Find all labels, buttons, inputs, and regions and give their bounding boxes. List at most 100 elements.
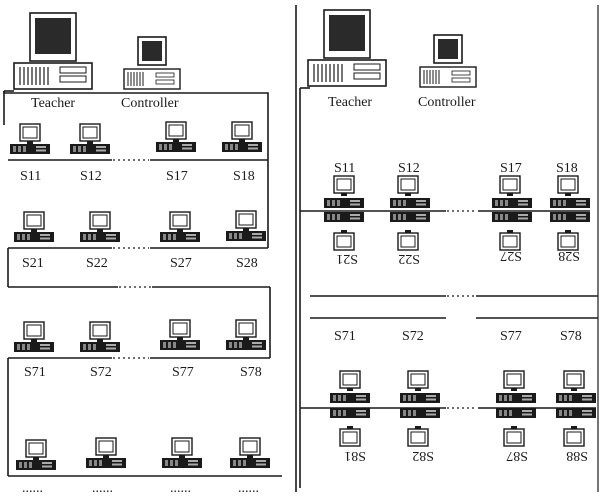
station-label: S12 bbox=[398, 161, 420, 176]
monitor-icon bbox=[339, 425, 361, 447]
station-label-inverted: S27 bbox=[500, 248, 522, 263]
station-label: S11 bbox=[20, 169, 41, 184]
bus-ellipsis bbox=[113, 159, 151, 359]
cpu-icon bbox=[400, 393, 440, 403]
pair-s81 bbox=[330, 370, 370, 447]
left-panel: Teacher Controller bbox=[3, 12, 282, 496]
monitor-icon bbox=[407, 370, 429, 392]
monitor-icon bbox=[557, 229, 579, 251]
monitor-icon bbox=[397, 229, 419, 251]
bus-ellipsis bbox=[447, 210, 477, 409]
cpu-icon bbox=[550, 212, 590, 222]
monitor-icon bbox=[563, 425, 585, 447]
pair-s11-s21 bbox=[324, 175, 364, 251]
cpu-icon bbox=[324, 198, 364, 208]
station-label: S12 bbox=[80, 169, 102, 184]
workstation-s21-icon bbox=[13, 211, 55, 243]
pair-s88 bbox=[556, 370, 596, 447]
station-label: ...... bbox=[238, 481, 259, 496]
cpu-icon bbox=[390, 198, 430, 208]
cpu-icon bbox=[390, 212, 430, 222]
controller-label: Controller bbox=[121, 96, 179, 111]
workstation-s12-icon bbox=[69, 123, 111, 155]
teacher-label: Teacher bbox=[31, 96, 75, 111]
pair-s82 bbox=[400, 370, 440, 447]
cpu-icon bbox=[556, 408, 596, 418]
station-label: S18 bbox=[556, 161, 578, 176]
cpu-icon bbox=[496, 408, 536, 418]
teacher-label: Teacher bbox=[328, 95, 372, 110]
station-label: S21 bbox=[22, 256, 44, 271]
cpu-icon bbox=[400, 408, 440, 418]
pair-s87 bbox=[496, 370, 536, 447]
station-label-inverted: S22 bbox=[398, 251, 420, 266]
station-label: S18 bbox=[233, 169, 255, 184]
station-label: S71 bbox=[24, 365, 46, 380]
monitor-icon bbox=[407, 425, 429, 447]
station-label: S78 bbox=[560, 329, 582, 344]
station-label-inverted: S28 bbox=[558, 248, 580, 263]
cpu-icon bbox=[492, 212, 532, 222]
monitor-icon bbox=[557, 175, 579, 197]
monitor-icon bbox=[563, 370, 585, 392]
workstation-s17-icon bbox=[155, 121, 197, 153]
station-label: S28 bbox=[236, 256, 258, 271]
pair-s18-s28 bbox=[550, 175, 590, 251]
cpu-icon bbox=[550, 198, 590, 208]
station-label: S77 bbox=[172, 365, 194, 380]
monitor-icon bbox=[499, 175, 521, 197]
station-label: S78 bbox=[240, 365, 262, 380]
controller-label: Controller bbox=[418, 95, 476, 110]
cpu-icon bbox=[330, 393, 370, 403]
station-label: S11 bbox=[334, 161, 355, 176]
station-label: S71 bbox=[334, 329, 356, 344]
teacher-computer-icon bbox=[307, 9, 387, 87]
station-label: S22 bbox=[86, 256, 108, 271]
station-label: S72 bbox=[402, 329, 424, 344]
pair-s17-s27 bbox=[492, 175, 532, 251]
network-bus bbox=[299, 87, 598, 488]
monitor-icon bbox=[503, 370, 525, 392]
station-label-inverted: S82 bbox=[412, 448, 434, 463]
monitor-icon bbox=[397, 175, 419, 197]
workstation-s27-icon bbox=[159, 211, 201, 243]
station-label: ...... bbox=[92, 481, 113, 496]
station-label: S17 bbox=[500, 161, 522, 176]
workstation-s18-icon bbox=[221, 121, 263, 153]
station-label: S72 bbox=[90, 365, 112, 380]
pair-s12-s22 bbox=[390, 175, 430, 251]
workstation-s71-icon bbox=[13, 321, 55, 353]
station-label: S27 bbox=[170, 256, 192, 271]
station-label: ...... bbox=[170, 481, 191, 496]
station-label-inverted: S88 bbox=[566, 448, 588, 463]
cpu-icon bbox=[330, 408, 370, 418]
workstation-s72-icon bbox=[79, 321, 121, 353]
monitor-icon bbox=[499, 229, 521, 251]
cpu-icon bbox=[496, 393, 536, 403]
teacher-computer-icon bbox=[13, 12, 93, 90]
monitor-icon bbox=[333, 175, 355, 197]
station-label: S17 bbox=[166, 169, 188, 184]
workstation-icon bbox=[229, 437, 271, 469]
workstation-s28-icon bbox=[225, 210, 267, 242]
monitor-icon bbox=[339, 370, 361, 392]
network-bus bbox=[3, 90, 282, 477]
station-label-inverted: S87 bbox=[506, 448, 528, 463]
workstation-s11-icon bbox=[9, 123, 51, 155]
workstation-s22-icon bbox=[79, 211, 121, 243]
station-label-inverted: S81 bbox=[344, 448, 366, 463]
workstation-icon bbox=[15, 439, 57, 471]
right-panel: Teacher Controller bbox=[299, 9, 598, 488]
controller-computer-icon bbox=[123, 36, 181, 90]
cpu-icon bbox=[324, 212, 364, 222]
station-label: S77 bbox=[500, 329, 522, 344]
cpu-icon bbox=[492, 198, 532, 208]
workstation-s78-icon bbox=[225, 319, 267, 351]
cpu-icon bbox=[556, 393, 596, 403]
workstation-s77-icon bbox=[159, 319, 201, 351]
station-label: ...... bbox=[22, 481, 43, 496]
workstation-icon bbox=[161, 437, 203, 469]
workstation-icon bbox=[85, 437, 127, 469]
controller-computer-icon bbox=[419, 34, 477, 88]
